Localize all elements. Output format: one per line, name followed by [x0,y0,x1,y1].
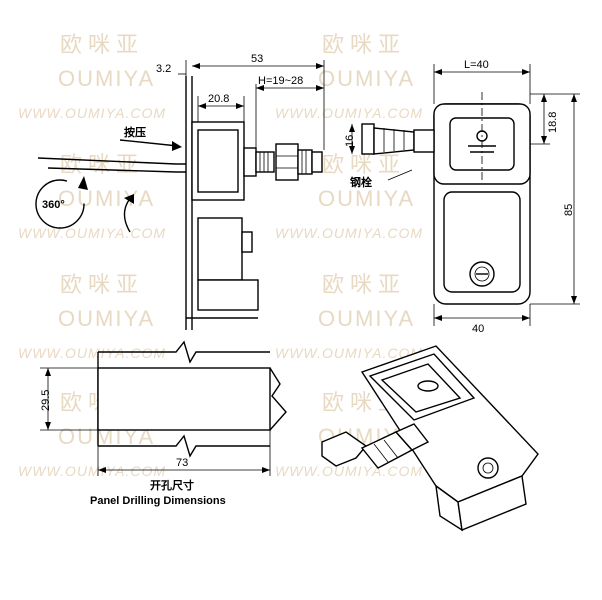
dim-panel-thickness: 3.2 [156,63,171,75]
dim-top-height: 18.8 [547,112,559,133]
watermark-brand-cn: 欧咪亚 [60,273,144,298]
iso-handle-arm [321,431,368,467]
watermark-brand-en: OUMIYA [58,66,155,91]
dim-grip-range: H=19~28 [258,75,303,87]
rotation-label: 360° [42,199,65,211]
press-arrow [119,139,179,147]
dim-total-height: 85 [563,204,575,216]
press-label: 按压 [124,125,146,139]
watermark-brand-en: OUMIYA [58,306,155,331]
front-view: 钢栓 L=40 16 18.8 85 40 [344,59,580,335]
bottom-plate [197,279,259,311]
lower-housing [197,217,243,281]
watermark-brand-en: OUMIYA [58,186,155,211]
watermark-brand-cn: 欧咪亚 [322,153,406,178]
watermark-brand-cn: 欧咪亚 [60,33,144,58]
watermark-url: WWW.OUMIYA.COM [275,105,423,121]
rotation-circle [35,179,85,229]
dim-bolt-height: 16 [344,135,356,147]
cutout-rect [97,367,271,431]
iso-bolt-collar [394,423,430,451]
handle-blade [37,157,186,165]
watermark-url: WWW.OUMIYA.COM [18,105,166,121]
dim-drill-height: 29.5 [40,390,52,411]
latch-body-inner [197,129,239,193]
dim-flange-depth: 20.8 [208,93,229,105]
watermark-brand-en: OUMIYA [318,306,415,331]
iso-bottom-face [457,475,527,531]
press-arrowhead [172,141,182,151]
lower-knob [241,231,253,253]
latch-neck [243,147,257,177]
cutout-view: 29.5 73 开孔尺寸 Panel Drilling Dimensions [40,340,287,507]
watermark-brand-cn: 欧咪亚 [322,33,406,58]
rivet [476,130,488,142]
bolt-base [361,123,375,155]
cutout-bottom-edge [98,434,270,458]
watermark-url: WWW.OUMIYA.COM [275,463,423,479]
dim-drill-length: 73 [176,457,188,469]
stud-end [297,149,313,175]
cutout-top-edge [98,340,270,364]
watermark-url: WWW.OUMIYA.COM [18,463,166,479]
isometric-view [321,345,539,532]
dim-width: 40 [472,323,484,335]
watermark-brand-cn: 欧咪亚 [60,153,144,178]
steel-bolt-label: 钢栓 [350,175,372,189]
dim-latch-length: L=40 [464,59,489,71]
stud-tip [311,151,323,173]
watermark-brand-en: OUMIYA [318,186,415,211]
side-view: 按压 360° 53 3.2 H=19~28 20.8 [35,53,325,330]
iso-top-inner [380,363,462,413]
watermark-brand-cn: 欧咪亚 [322,273,406,298]
iso-rivet [417,380,439,392]
watermark-url: WWW.OUMIYA.COM [18,345,166,361]
dim-overall-depth: 53 [251,53,263,65]
threaded-stud [255,151,275,173]
watermark-layer: 欧咪亚 欧咪亚 OUMIYA OUMIYA WWW.OUMIYA.COM WWW… [18,33,423,479]
watermark-url: WWW.OUMIYA.COM [18,225,166,241]
watermark-url: WWW.OUMIYA.COM [275,225,423,241]
iso-keyhole [477,457,499,479]
watermark-brand-en: OUMIYA [318,66,415,91]
bolt-collar [413,129,435,153]
watermark-url: WWW.OUMIYA.COM [275,345,423,361]
cutout-title-cn: 开孔尺寸 [150,478,194,492]
hex-nut [275,143,299,181]
keyhole [469,261,495,287]
front-lower-panel [443,191,521,293]
cutout-title-en: Panel Drilling Dimensions [90,495,226,507]
